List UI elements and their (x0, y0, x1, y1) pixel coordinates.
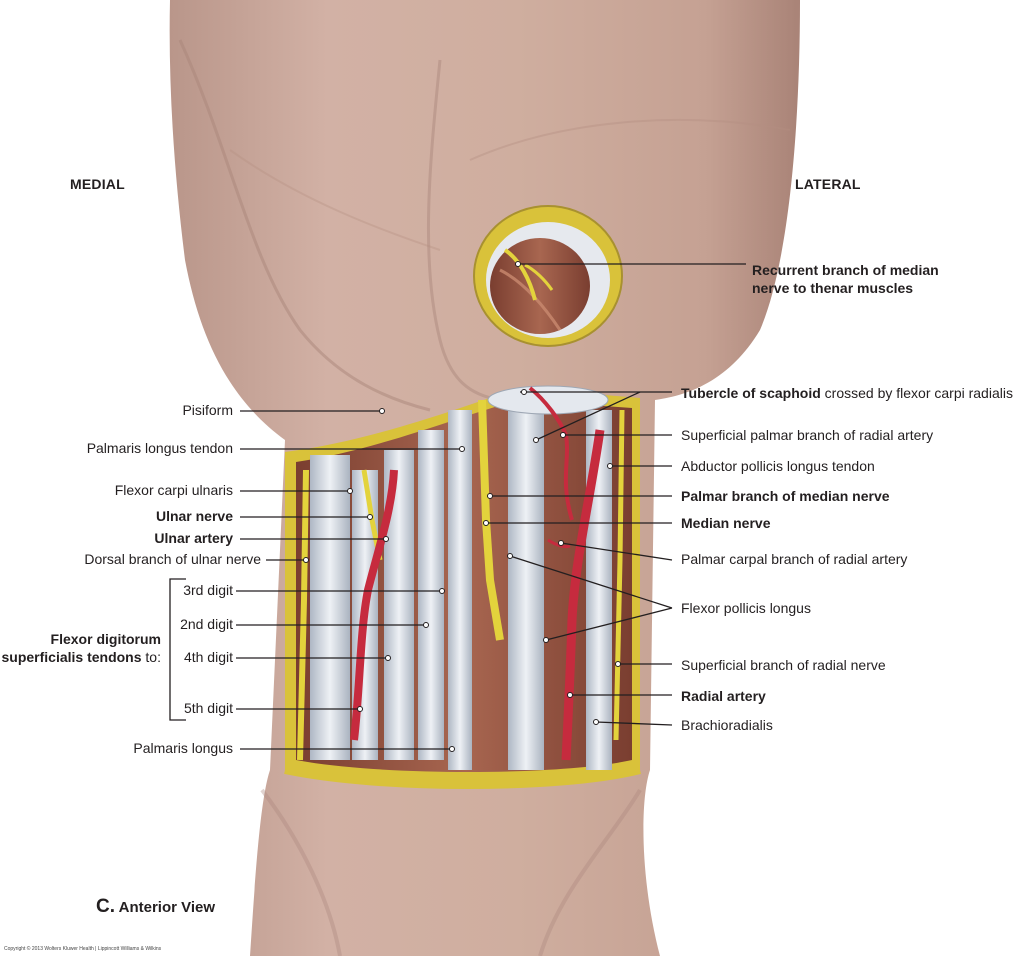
thenar-window (473, 205, 623, 347)
caption-letter: C. (96, 896, 115, 917)
brachioradialis-label: Brachioradialis (681, 717, 773, 733)
leader-lines (169, 263, 746, 750)
lateral-label: LATERAL (795, 176, 861, 192)
recurrent-branch-line1: Recurrent branch of median (752, 262, 939, 278)
pisiform-label: Pisiform (182, 402, 233, 418)
figure-caption: C. Anterior View (96, 896, 215, 918)
dissection-window (284, 385, 641, 789)
second-digit-label: 2nd digit (180, 616, 233, 632)
medial-label: MEDIAL (70, 176, 125, 192)
caption-text: Anterior View (118, 899, 216, 916)
tubercle-bold-text: Tubercle of scaphoid (681, 385, 821, 401)
recurrent-branch-line2: nerve to thenar muscles (752, 280, 914, 296)
third-digit-label: 3rd digit (183, 582, 233, 598)
ulnar-nerve-label: Ulnar nerve (155, 508, 233, 524)
tubercle-rest-text: crossed by flexor carpi radialis (820, 385, 1013, 401)
palmar-carpal-branch-label: Palmar carpal branch of radial artery (681, 551, 908, 567)
flexor-digitorum-superficialis-label: Flexor digitorum superficialis tendons t… (1, 630, 161, 666)
median-nerve-label: Median nerve (681, 515, 771, 531)
flexor-pollicis-longus-label: Flexor pollicis longus (681, 600, 811, 616)
fds-line2: superficialis tendons to: (1, 648, 161, 666)
palmar-branch-median-nerve-label: Palmar branch of median nerve (681, 488, 890, 504)
superficial-palmar-branch-label: Superficial palmar branch of radial arte… (681, 427, 934, 443)
flexor-carpi-ulnaris-label: Flexor carpi ulnaris (114, 482, 233, 498)
fds-line2-bold: superficialis tendons (1, 649, 142, 665)
palmaris-longus-tendon-label: Palmaris longus tendon (86, 440, 233, 456)
fifth-digit-label: 5th digit (183, 700, 233, 716)
superficial-branch-radial-nerve-label: Superficial branch of radial nerve (681, 657, 886, 673)
palmaris-longus-label: Palmaris longus (133, 740, 233, 756)
radial-artery-label: Radial artery (681, 688, 766, 704)
fourth-digit-label: 4th digit (183, 649, 233, 665)
abductor-pollicis-longus-label: Abductor pollicis longus tendon (681, 458, 875, 474)
tubercle-of-scaphoid-label: Tubercle of scaphoid crossed by flexor c… (681, 385, 1013, 402)
copyright-notice: Copyright © 2013 Wolters Kluwer Health |… (4, 946, 162, 952)
fds-line1: Flexor digitorum (50, 631, 161, 647)
ulnar-artery-label: Ulnar artery (154, 530, 233, 546)
recurrent-branch-label: Recurrent branch of median nerve to then… (752, 261, 939, 297)
fds-suffix: to: (141, 649, 161, 665)
leader-dots (303, 261, 621, 752)
dorsal-branch-ulnar-nerve-label: Dorsal branch of ulnar nerve (84, 551, 261, 567)
